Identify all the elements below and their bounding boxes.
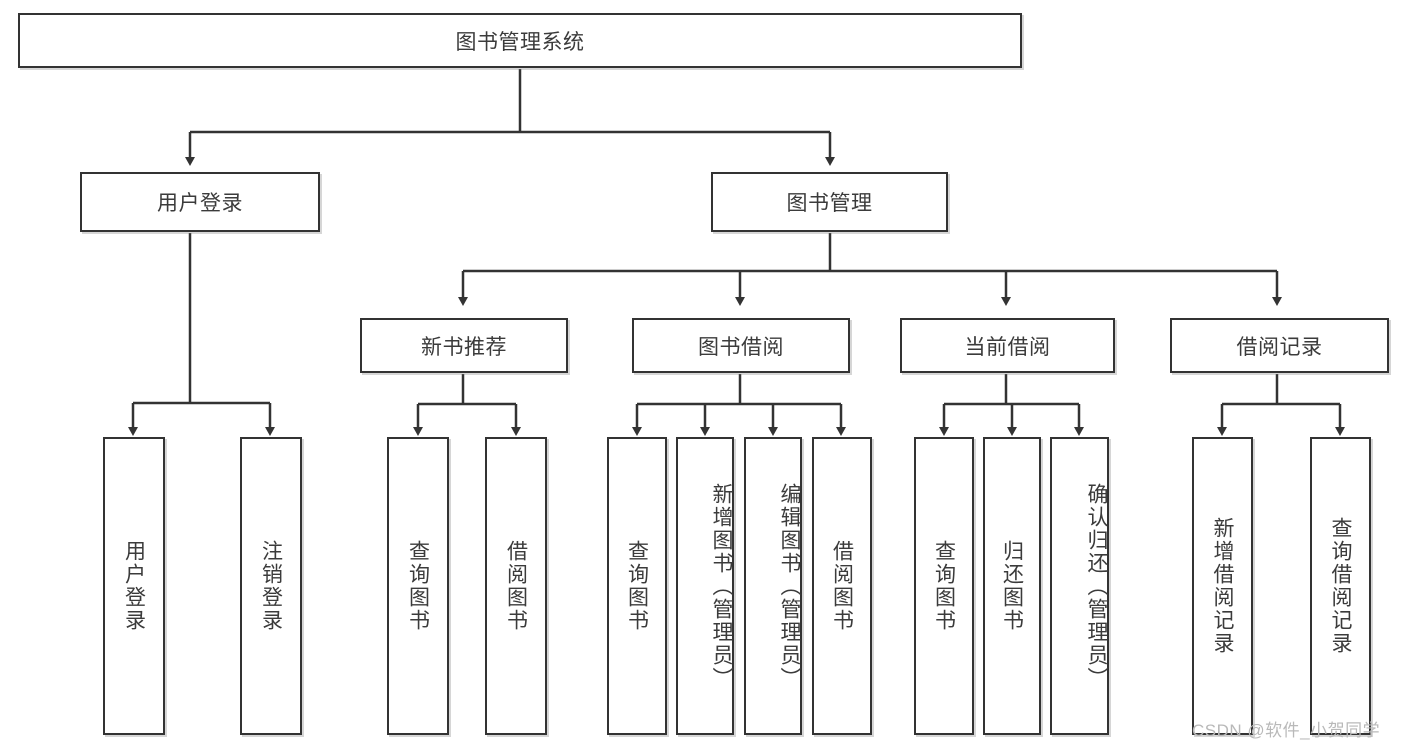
leaf-current-borrow-return-book-label: 归还图书 — [1000, 540, 1024, 632]
node-borrow-record[interactable]: 借阅记录 — [1170, 318, 1389, 373]
node-book-management[interactable]: 图书管理 — [711, 172, 948, 232]
leaf-borrow-record-add-record[interactable]: 新增借阅记录 — [1192, 437, 1253, 735]
leaf-book-borrow-borrow-book[interactable]: 借阅图书 — [812, 437, 872, 735]
node-current-borrow[interactable]: 当前借阅 — [900, 318, 1115, 373]
node-new-book-recommend-label: 新书推荐 — [421, 335, 507, 359]
leaf-user-login-login-label: 用户登录 — [122, 540, 146, 632]
leaf-user-login-logout-label: 注销登录 — [259, 540, 283, 632]
node-root-label: 图书管理系统 — [455, 30, 585, 54]
leaf-book-borrow-query-book[interactable]: 查询图书 — [607, 437, 667, 735]
leaf-current-borrow-query-book-label: 查询图书 — [932, 540, 956, 632]
node-user-login[interactable]: 用户登录 — [80, 172, 320, 232]
leaf-user-login-login[interactable]: 用户登录 — [103, 437, 165, 735]
leaf-book-borrow-edit-book[interactable]: 编辑图书（管理员） — [744, 437, 802, 735]
leaf-book-borrow-query-book-label: 查询图书 — [625, 540, 649, 632]
node-new-book-recommend[interactable]: 新书推荐 — [360, 318, 568, 373]
leaf-borrow-record-query-record[interactable]: 查询借阅记录 — [1310, 437, 1371, 735]
node-root[interactable]: 图书管理系统 — [18, 13, 1022, 68]
leaf-current-borrow-confirm-return-label: 确认归还（管理员） — [1085, 482, 1108, 690]
leaf-new-book-borrow-book-label: 借阅图书 — [504, 540, 528, 632]
node-borrow-record-label: 借阅记录 — [1236, 335, 1323, 359]
leaf-current-borrow-query-book[interactable]: 查询图书 — [914, 437, 974, 735]
leaf-book-borrow-add-book[interactable]: 新增图书（管理员） — [676, 437, 734, 735]
leaf-borrow-record-query-record-label: 查询借阅记录 — [1329, 517, 1352, 655]
leaf-new-book-borrow-book[interactable]: 借阅图书 — [485, 437, 547, 735]
leaf-book-borrow-add-book-label: 新增图书（管理员） — [710, 482, 733, 690]
csdn-watermark: CSDN @软件_小贺同学 — [1192, 721, 1381, 740]
leaf-current-borrow-confirm-return[interactable]: 确认归还（管理员） — [1050, 437, 1109, 735]
node-current-borrow-label: 当前借阅 — [964, 335, 1051, 359]
leaf-new-book-query-book[interactable]: 查询图书 — [387, 437, 449, 735]
leaf-borrow-record-add-record-label: 新增借阅记录 — [1211, 517, 1234, 655]
node-book-borrow[interactable]: 图书借阅 — [632, 318, 850, 373]
node-book-management-label: 图书管理 — [786, 192, 873, 215]
leaf-book-borrow-borrow-book-label: 借阅图书 — [830, 540, 854, 632]
leaf-book-borrow-edit-book-label: 编辑图书（管理员） — [778, 482, 801, 690]
node-book-borrow-label: 图书借阅 — [698, 335, 784, 359]
leaf-user-login-logout[interactable]: 注销登录 — [240, 437, 302, 735]
leaf-new-book-query-book-label: 查询图书 — [406, 540, 430, 632]
node-user-login-label: 用户登录 — [157, 192, 243, 215]
leaf-current-borrow-return-book[interactable]: 归还图书 — [983, 437, 1041, 735]
